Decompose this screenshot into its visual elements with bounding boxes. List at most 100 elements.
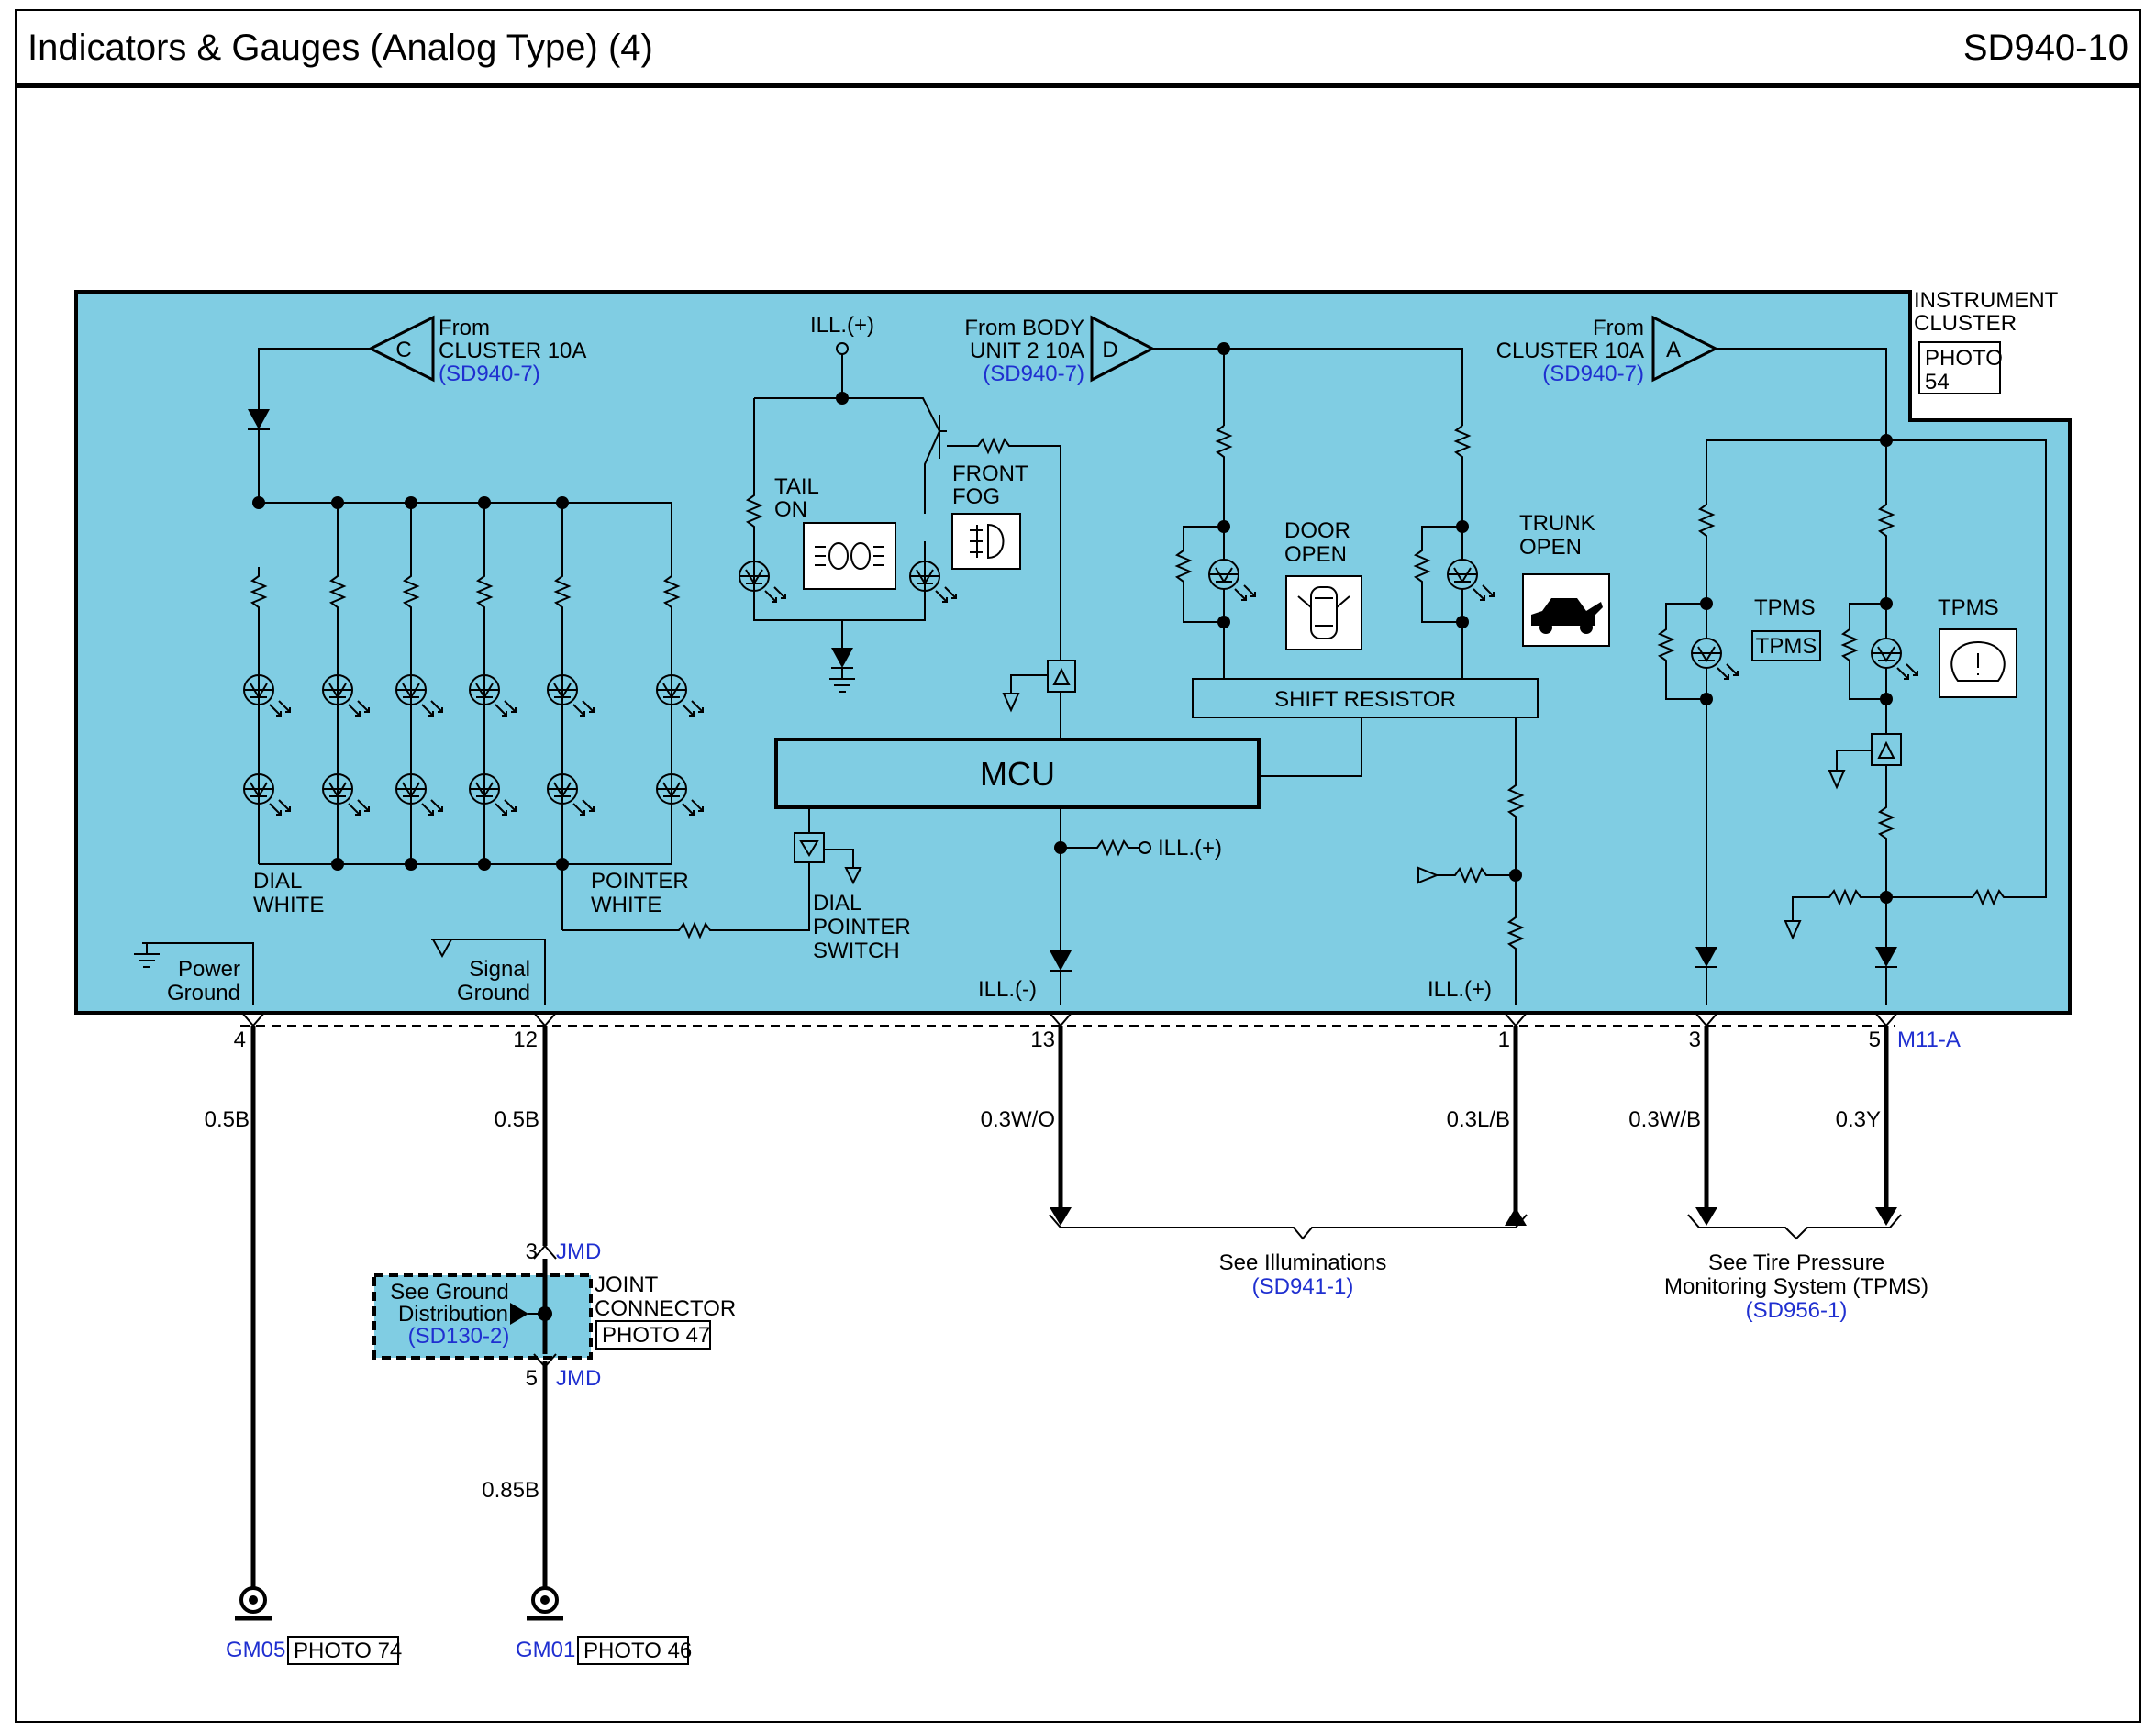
mcu-label: MCU <box>980 755 1055 793</box>
feed-a-letter: A <box>1666 338 1681 362</box>
tpms-label-right: TPMS <box>1938 595 1999 620</box>
joint-name: JOINT <box>595 1272 659 1297</box>
wire-pin-1: 0.3L/B <box>1447 1107 1510 1132</box>
ill-minus-label: ILL.(-) <box>978 977 1037 1002</box>
tpms-indicator-text: TPMS <box>1756 634 1817 659</box>
front-fog-label-2: FOG <box>952 484 1000 509</box>
dial-pointer-switch-label-3: SWITCH <box>813 939 900 963</box>
front-fog-label: FRONT <box>952 461 1028 486</box>
ground-gm01 <box>527 1586 563 1621</box>
title-bar: Indicators & Gauges (Analog Type) (4) SD… <box>15 9 2141 88</box>
joint-connector-bottom: JMD <box>556 1366 601 1391</box>
ground-gm01-id: GM01 <box>516 1638 575 1662</box>
dial-white-label: DIAL <box>253 869 302 894</box>
pin-1: 1 <box>1498 1028 1510 1052</box>
tpms-text-indicator <box>1751 630 1821 661</box>
feed-d-line1: From BODY <box>964 316 1084 340</box>
pin-13: 13 <box>1030 1028 1055 1052</box>
cluster-photo-number: 54 <box>1925 370 1950 394</box>
wire-pin-3: 0.3W/B <box>1628 1107 1701 1132</box>
dial-pointer-switch-label-2: POINTER <box>813 915 911 939</box>
trunk-open-label: TRUNK <box>1519 511 1595 536</box>
pin-12: 12 <box>513 1028 538 1052</box>
pointer-white-label-2: WHITE <box>591 893 661 917</box>
page-code: SD940-10 <box>1962 28 2128 68</box>
illuminations-ref-link[interactable]: (SD941-1) <box>1252 1274 1354 1299</box>
tpms-label-left: TPMS <box>1754 595 1816 620</box>
feed-a-ref[interactable]: (SD940-7) <box>1542 361 1644 386</box>
tpms-ref-link[interactable]: (SD956-1) <box>1746 1298 1848 1323</box>
door-open-label: DOOR <box>1284 518 1350 543</box>
joint-wire-below: 0.85B <box>482 1478 539 1503</box>
feed-a-line2: CLUSTER 10A <box>1496 339 1644 363</box>
ground-gm05-photo-box <box>287 1636 399 1665</box>
feed-d: D From BODY UNIT 2 10A (SD940-7) <box>964 315 1156 386</box>
power-ground-label-2: Ground <box>167 981 240 1005</box>
shift-resistor <box>1192 678 1539 718</box>
dial-pointer-switch <box>794 832 825 863</box>
door-open-icon <box>1285 575 1362 650</box>
front-fog-icon <box>951 513 1021 570</box>
feed-c-line2: CLUSTER 10A <box>439 339 586 363</box>
tail-on-label-2: ON <box>774 497 807 522</box>
joint-name-2: CONNECTOR <box>595 1296 736 1321</box>
shift-resistor-label: SHIFT RESISTOR <box>1274 687 1456 712</box>
door-open-label-2: OPEN <box>1284 542 1347 567</box>
pin-3: 3 <box>1689 1028 1701 1052</box>
pin-5: 5 <box>1869 1028 1881 1052</box>
feed-d-ref[interactable]: (SD940-7) <box>983 361 1084 386</box>
ill-plus-bottom: ILL.(+) <box>1428 977 1492 1002</box>
joint-see-line1: See Ground <box>390 1280 508 1305</box>
ill-plus-mcu: ILL.(+) <box>1158 836 1222 861</box>
dial-lamp-resistors <box>250 560 681 611</box>
illuminations-ref-text: See Illuminations <box>1219 1250 1387 1275</box>
wire-pin-13: 0.3W/O <box>981 1107 1055 1132</box>
ground-gm05-photo: PHOTO 74 <box>294 1639 402 1663</box>
feed-c-line1: From <box>439 316 490 340</box>
power-ground-label: Power <box>178 957 240 982</box>
dial-white-label-2: WHITE <box>253 893 324 917</box>
instrument-cluster-box <box>74 290 2072 1015</box>
joint-connector-top: JMD <box>556 1239 601 1264</box>
ground-gm01-photo-box <box>577 1636 689 1665</box>
tail-on-label: TAIL <box>774 474 819 499</box>
joint-pin-bottom: 5 <box>526 1366 538 1391</box>
cluster-name-2: CLUSTER <box>1914 311 2017 336</box>
ground-gm05-id: GM05 <box>226 1638 285 1662</box>
feed-c: C From CLUSTER 10A (SD940-7) <box>367 315 586 386</box>
feed-a-line1: From <box>1593 316 1644 340</box>
page-frame <box>15 9 2141 1723</box>
wire-pin-12: 0.5B <box>495 1107 539 1132</box>
feed-a: A From CLUSTER 10A (SD940-7) <box>1496 315 1719 386</box>
feed-c-letter: C <box>395 338 411 362</box>
tpms-interface-block <box>1871 733 1902 766</box>
joint-see-ref[interactable]: (SD130-2) <box>408 1324 510 1349</box>
ill-plus-top: ILL.(+) <box>810 313 874 338</box>
feed-c-ref[interactable]: (SD940-7) <box>439 361 540 386</box>
signal-ground-label-2: Ground <box>457 981 530 1005</box>
pin-4: 4 <box>234 1028 246 1052</box>
ground-gm01-photo: PHOTO 46 <box>583 1639 692 1663</box>
mcu-block <box>774 738 1261 809</box>
joint-see-line2: Distribution <box>398 1302 508 1327</box>
joint-photo-box <box>595 1320 711 1350</box>
trunk-open-label-2: OPEN <box>1519 535 1582 560</box>
wire-pin-4: 0.5B <box>205 1107 250 1132</box>
fog-interface-block <box>1047 660 1076 693</box>
ground-gm05 <box>235 1586 272 1621</box>
signal-ground-label: Signal <box>469 957 530 982</box>
tpms-ref-line2: Monitoring System (TPMS) <box>1664 1274 1928 1299</box>
page-title: Indicators & Gauges (Analog Type) (4) <box>28 28 653 68</box>
cluster-photo: PHOTO <box>1925 346 2003 371</box>
wire-pin-5: 0.3Y <box>1836 1107 1881 1132</box>
dial-pointer-switch-label: DIAL <box>813 891 861 916</box>
feed-d-line2: UNIT 2 10A <box>970 339 1084 363</box>
joint-pin-top: 3 <box>526 1239 538 1264</box>
joint-connector-box <box>372 1273 593 1360</box>
feed-d-letter: D <box>1102 338 1117 362</box>
cluster-photo-box <box>1918 341 2001 394</box>
tpms-ref-line1: See Tire Pressure <box>1708 1250 1884 1275</box>
pointer-white-label: POINTER <box>591 869 689 894</box>
connector-id: M11-A <box>1897 1028 1961 1052</box>
